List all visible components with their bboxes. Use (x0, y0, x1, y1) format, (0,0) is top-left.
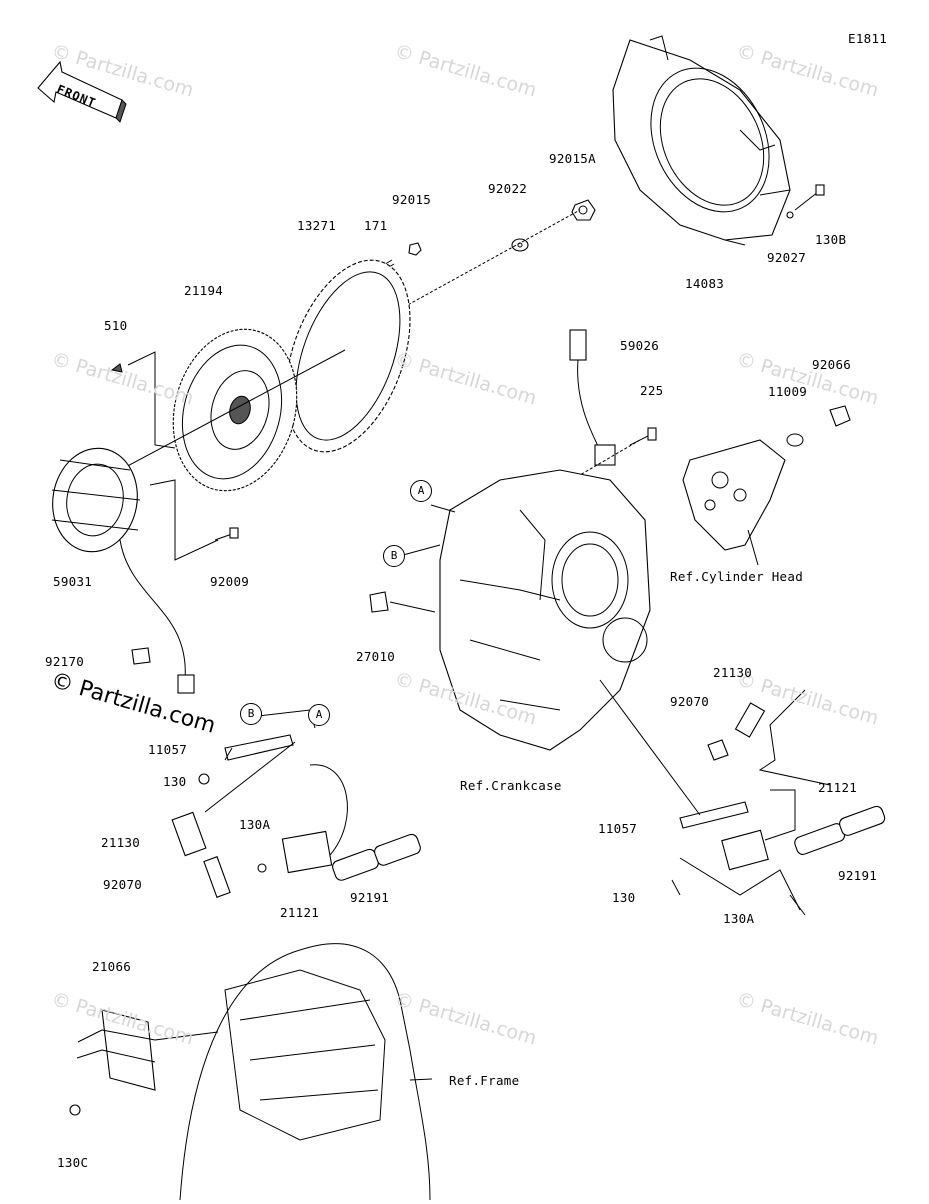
part-label-92170[interactable]: 92170 (45, 654, 85, 669)
stator-59031 (51, 447, 195, 694)
diagram-code: E1811 (848, 31, 888, 46)
cover-92191-left (332, 833, 421, 881)
crankcase (439, 469, 651, 751)
part-label-27010[interactable]: 27010 (356, 649, 396, 664)
generator-cover-14083 (612, 35, 791, 246)
part-label-92191-right[interactable]: 92191 (838, 868, 878, 883)
ref-frame-label[interactable]: Ref.Frame (449, 1073, 520, 1088)
part-label-130A-right[interactable]: 130A (723, 911, 755, 926)
clamp-92170 (131, 647, 151, 665)
part-label-21066[interactable]: 21066 (92, 959, 132, 974)
part-label-171[interactable]: 171 (364, 218, 388, 233)
part-label-510[interactable]: 510 (104, 318, 128, 333)
part-label-92015A[interactable]: 92015A (549, 151, 596, 166)
part-label-21130-right[interactable]: 21130 (713, 665, 753, 680)
callout-a-crankcase: A (410, 480, 432, 502)
part-label-59026[interactable]: 59026 (620, 338, 660, 353)
spark-plug-92070-left (203, 856, 231, 898)
coil-21121-right (721, 789, 796, 871)
part-label-92022[interactable]: 92022 (488, 181, 528, 196)
plug-cap-21130-right (734, 702, 766, 738)
part-label-21194[interactable]: 21194 (184, 283, 224, 298)
key-510 (110, 363, 123, 373)
part-label-92015[interactable]: 92015 (392, 192, 432, 207)
part-label-13271[interactable]: 13271 (297, 218, 337, 233)
bolt-92009 (214, 527, 239, 541)
part-label-11009[interactable]: 11009 (768, 384, 808, 399)
part-label-59031[interactable]: 59031 (53, 574, 93, 589)
part-label-130-right[interactable]: 130 (612, 890, 636, 905)
part-label-14083[interactable]: 14083 (685, 276, 725, 291)
ref-cylinder-head-label[interactable]: Ref.Cylinder Head (670, 569, 804, 584)
frame (179, 943, 433, 1201)
gear-13271 (285, 259, 411, 453)
bolt-130-left (198, 773, 210, 785)
part-label-92070-left[interactable]: 92070 (103, 877, 143, 892)
bolt-130A-right (789, 894, 806, 916)
bracket-11057-left (224, 734, 294, 761)
spark-plug-92070-right (707, 739, 729, 761)
callout-b-crankcase: B (383, 545, 405, 567)
bolt-130A-left (257, 863, 267, 873)
plug-cap-21130-left (171, 811, 207, 857)
callout-a-bracket: A (308, 704, 330, 726)
part-label-92191-left[interactable]: 92191 (350, 890, 390, 905)
ref-crankcase-label[interactable]: Ref.Crankcase (460, 778, 562, 793)
bolt-130B (794, 184, 825, 211)
part-label-225[interactable]: 225 (640, 383, 664, 398)
cylinder-head (682, 439, 786, 566)
flywheel-21194 (172, 328, 298, 492)
nut-92015 (408, 242, 422, 256)
coil-21121-left (281, 830, 333, 874)
part-label-21121-left[interactable]: 21121 (280, 905, 320, 920)
part-label-92027[interactable]: 92027 (767, 250, 807, 265)
part-label-130B[interactable]: 130B (815, 232, 847, 247)
part-label-11057-right[interactable]: 11057 (598, 821, 638, 836)
bolt-130C (69, 1104, 81, 1116)
part-label-130A-left[interactable]: 130A (239, 817, 271, 832)
regulator-21066 (101, 1009, 156, 1091)
front-arrow-icon (37, 60, 127, 123)
o-ring-11009 (786, 433, 804, 447)
plug-92066 (829, 405, 851, 427)
switch-27010 (369, 591, 436, 613)
bracket-11057-right (679, 801, 749, 829)
part-label-92009[interactable]: 92009 (210, 574, 250, 589)
bolt-225 (629, 427, 657, 446)
washer-92022 (511, 238, 529, 252)
part-label-21121-right[interactable]: 21121 (818, 780, 858, 795)
nut-92015A (571, 199, 596, 221)
part-label-92070-right[interactable]: 92070 (670, 694, 710, 709)
part-label-11057-left[interactable]: 11057 (148, 742, 188, 757)
sensor-59026 (569, 329, 616, 466)
washer-92027 (786, 211, 794, 219)
cover-92191-right (794, 805, 886, 855)
part-label-130C[interactable]: 130C (57, 1155, 89, 1170)
callout-b-bracket: B (240, 703, 262, 725)
part-label-21130-left[interactable]: 21130 (101, 835, 141, 850)
part-label-92066[interactable]: 92066 (812, 357, 852, 372)
part-label-130-left[interactable]: 130 (163, 774, 187, 789)
bolt-130-right (671, 879, 681, 896)
